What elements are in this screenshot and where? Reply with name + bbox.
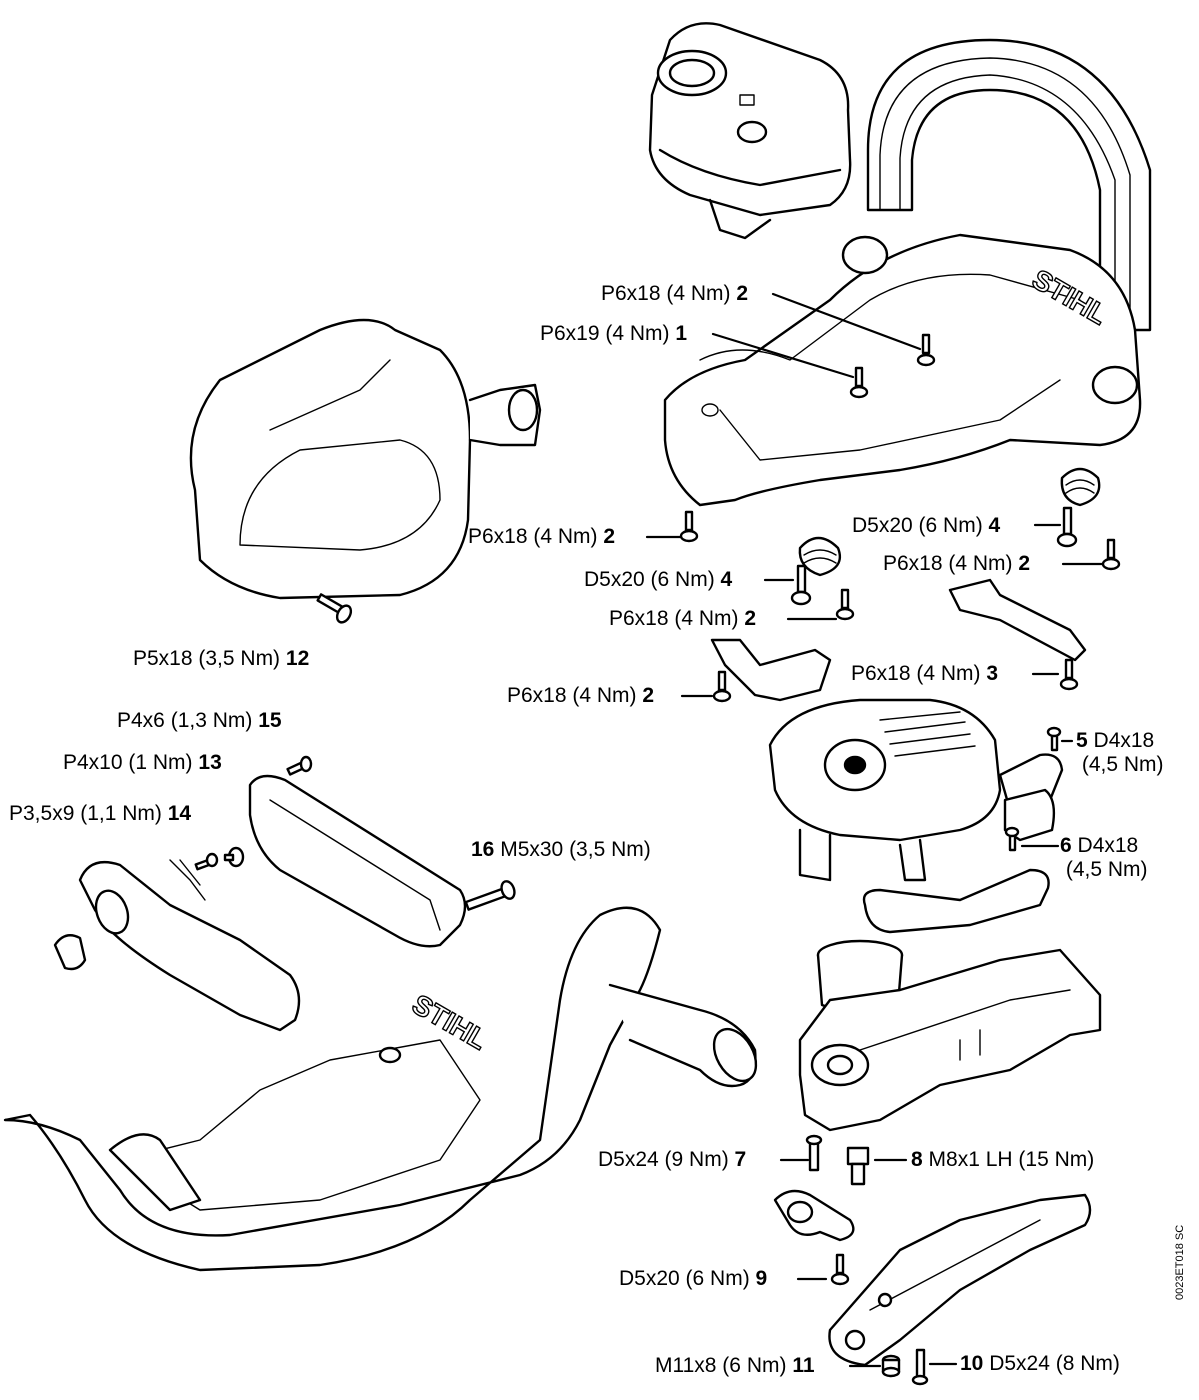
- screw-4-middle: [790, 564, 812, 606]
- intake-hose: [862, 868, 1050, 934]
- callout-screw-5: 5 D4x18 (4,5 Nm): [1076, 729, 1164, 776]
- cable-guide-hole: [786, 1200, 814, 1224]
- handle-housing: [189, 318, 542, 600]
- screw-2-lower: [712, 670, 732, 703]
- screw-2-right: [1101, 538, 1121, 571]
- drawing-code: 0023ET018 SC: [1174, 1224, 1186, 1300]
- callout-nut-8: 8 M8x1 LH (15 Nm): [911, 1148, 1095, 1171]
- cable-guide: [773, 1189, 855, 1242]
- fasteners: [194, 333, 1121, 1386]
- screw-6: [1004, 826, 1020, 852]
- callout-screw-1: P6x19 (4 Nm) 1: [540, 322, 688, 345]
- top-housing: [663, 233, 1142, 507]
- screw-7: [805, 1134, 823, 1172]
- callout-screw-16: 16 M5x30 (3,5 Nm): [471, 838, 651, 861]
- callout-screw-4-right: D5x20 (6 Nm) 4: [852, 514, 1001, 537]
- callout-screw-9: D5x20 (6 Nm) 9: [619, 1267, 768, 1290]
- screw-2-top: [916, 333, 936, 367]
- callout-screw-4-middle: D5x20 (6 Nm) 4: [584, 568, 733, 591]
- screw-14: [194, 852, 219, 871]
- callout-screw-6: 6 D4x18 (4,5 Nm): [1060, 834, 1148, 881]
- rear-handle: [3, 906, 758, 1272]
- callout-screw-2-right: P6x18 (4 Nm) 2: [883, 552, 1031, 575]
- carb-flange: [1003, 788, 1056, 842]
- callout-screw-10: 10 D5x24 (8 Nm): [960, 1352, 1120, 1375]
- screw-15: [286, 755, 313, 776]
- screw-1: [849, 366, 869, 399]
- callout-screw-13: P4x10 (1 Nm) 13: [63, 751, 222, 774]
- loop-handle: [866, 38, 1152, 332]
- screw-2-left: [679, 510, 699, 543]
- fuel-tank: [648, 22, 852, 240]
- screw-13: [223, 846, 245, 868]
- leader-lines: [645, 292, 1104, 1368]
- gearbox-cover-plate: [828, 1193, 1092, 1367]
- callout-screw-12: P5x18 (3,5 Nm) 12: [133, 647, 310, 670]
- bracket-middle: [710, 638, 832, 702]
- screw-3: [1059, 658, 1079, 691]
- callout-screw-3: P6x18 (4 Nm) 3: [851, 662, 999, 685]
- handle-shell: [248, 774, 467, 948]
- screw-9: [830, 1253, 850, 1286]
- stihl-logo-bottom: STIHL: [407, 988, 493, 1055]
- gear-housing: [798, 948, 1102, 1132]
- nut-8: [846, 1146, 870, 1186]
- screw-4-right: [1056, 506, 1078, 548]
- screw-10: [911, 1348, 929, 1386]
- bracket-plate: [948, 578, 1087, 662]
- engine-cylinder: [768, 698, 1002, 882]
- callout-screw-14: P3,5x9 (1,1 Nm) 14: [9, 802, 192, 825]
- callout-plug-11: M11x8 (6 Nm) 11: [655, 1354, 815, 1377]
- callout-screw-2-left: P6x18 (4 Nm) 2: [468, 525, 616, 548]
- callout-screw-2-top: P6x18 (4 Nm) 2: [601, 282, 749, 305]
- screw-16: [464, 880, 516, 911]
- screw-5: [1046, 726, 1062, 752]
- callout-screw-15: P4x6 (1,3 Nm) 15: [117, 709, 282, 732]
- spring-middle: [798, 536, 842, 577]
- callout-screw-2-lower: P6x18 (4 Nm) 2: [507, 684, 655, 707]
- throttle-trigger: [53, 859, 301, 1032]
- callout-screw-7: D5x24 (9 Nm) 7: [598, 1148, 747, 1171]
- spring-right: [1060, 467, 1101, 507]
- callout-screw-2-middle: P6x18 (4 Nm) 2: [609, 607, 757, 630]
- plug-11: [881, 1354, 901, 1378]
- screw-2-middle: [835, 588, 855, 621]
- screw-12: [316, 593, 353, 624]
